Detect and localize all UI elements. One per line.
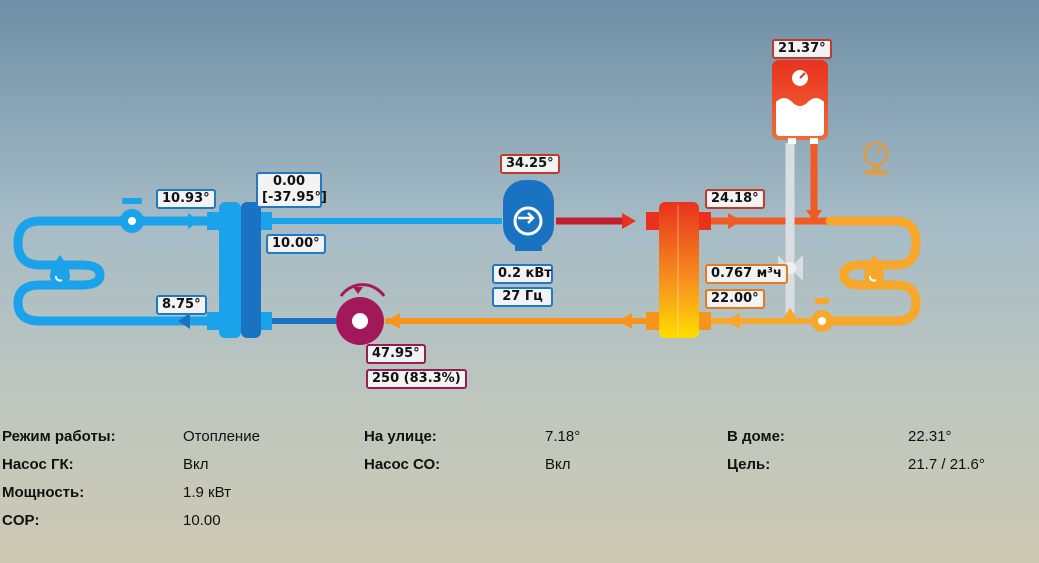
flow-arrow-icon — [622, 213, 636, 229]
info-target-label: Цель: — [727, 456, 771, 473]
info-brine-pump-label: Насос ГК: — [2, 456, 74, 473]
info-indoor-value: 22.31° — [908, 428, 952, 445]
tank-temp-label: 21.37° — [772, 39, 832, 59]
flow-arrow-icon — [782, 308, 798, 320]
info-outdoor-label: На улице: — [364, 428, 437, 445]
brine-pump-icon — [120, 198, 144, 233]
valve-temp-label: 47.95° — [366, 344, 426, 364]
info-cop-value: 10.00 — [183, 512, 221, 529]
flow-arrow-icon — [386, 313, 400, 329]
flow-arrow-icon — [178, 313, 190, 329]
info-target-value: 21.7 / 21.6° — [908, 456, 985, 473]
circulation-pump-icon — [811, 298, 833, 332]
expansion-valve-icon — [336, 283, 386, 345]
info-outdoor-value: 7.18° — [545, 428, 581, 445]
info-cop-label: COP: — [2, 512, 40, 529]
info-indoor-label: В доме: — [727, 428, 785, 445]
evaporator-temp-label: 10.00° — [266, 234, 326, 254]
flow-arrow-icon — [188, 213, 200, 229]
info-power-value: 1.9 кВт — [183, 484, 231, 501]
evaporator-delta-abs: [-37.95°] — [262, 190, 327, 205]
flow-label: 0.767 м³ч — [705, 264, 788, 284]
tank-icon — [772, 60, 828, 144]
evaporator-delta-label: 0.00 [-37.95°] — [256, 172, 327, 208]
evaporator-delta-value: 0.00 — [272, 174, 306, 189]
brine-out-temp-label: 8.75° — [156, 295, 207, 315]
return-temp-label: 22.00° — [705, 289, 765, 309]
compressor-temp-label: 34.25° — [500, 154, 560, 174]
evaporator-icon — [207, 202, 272, 338]
brine-in-temp-label: 10.93° — [156, 189, 216, 209]
info-heating-pump-label: Насос СО: — [364, 456, 441, 473]
heat-pump-scheme — [13, 60, 921, 345]
info-power-label: Мощность: — [2, 484, 85, 501]
pressure-gauge-icon — [863, 141, 889, 175]
condenser-icon — [646, 202, 711, 338]
heating-loop — [825, 216, 921, 326]
water-drop-icon — [864, 255, 884, 286]
flow-arrow-icon — [726, 313, 740, 329]
compressor-freq-label: 27 Гц — [492, 287, 553, 307]
info-mode-label: Режим работы: — [2, 428, 116, 445]
water-drop-icon — [50, 255, 70, 286]
flow-arrow-icon — [728, 213, 742, 229]
ground-loop — [13, 216, 220, 326]
info-brine-pump-value: Вкл — [183, 456, 209, 473]
flow-arrow-icon — [618, 313, 632, 329]
info-mode-value: Отопление — [183, 428, 260, 445]
compressor-power-label: 0.2 кВт — [492, 264, 553, 284]
compressor-icon — [503, 180, 554, 251]
valve-steps-label: 250 (83.3%) — [366, 369, 467, 389]
supply-temp-label: 24.18° — [705, 189, 765, 209]
info-heating-pump-value: Вкл — [545, 456, 571, 473]
flow-arrow-icon — [806, 210, 822, 222]
